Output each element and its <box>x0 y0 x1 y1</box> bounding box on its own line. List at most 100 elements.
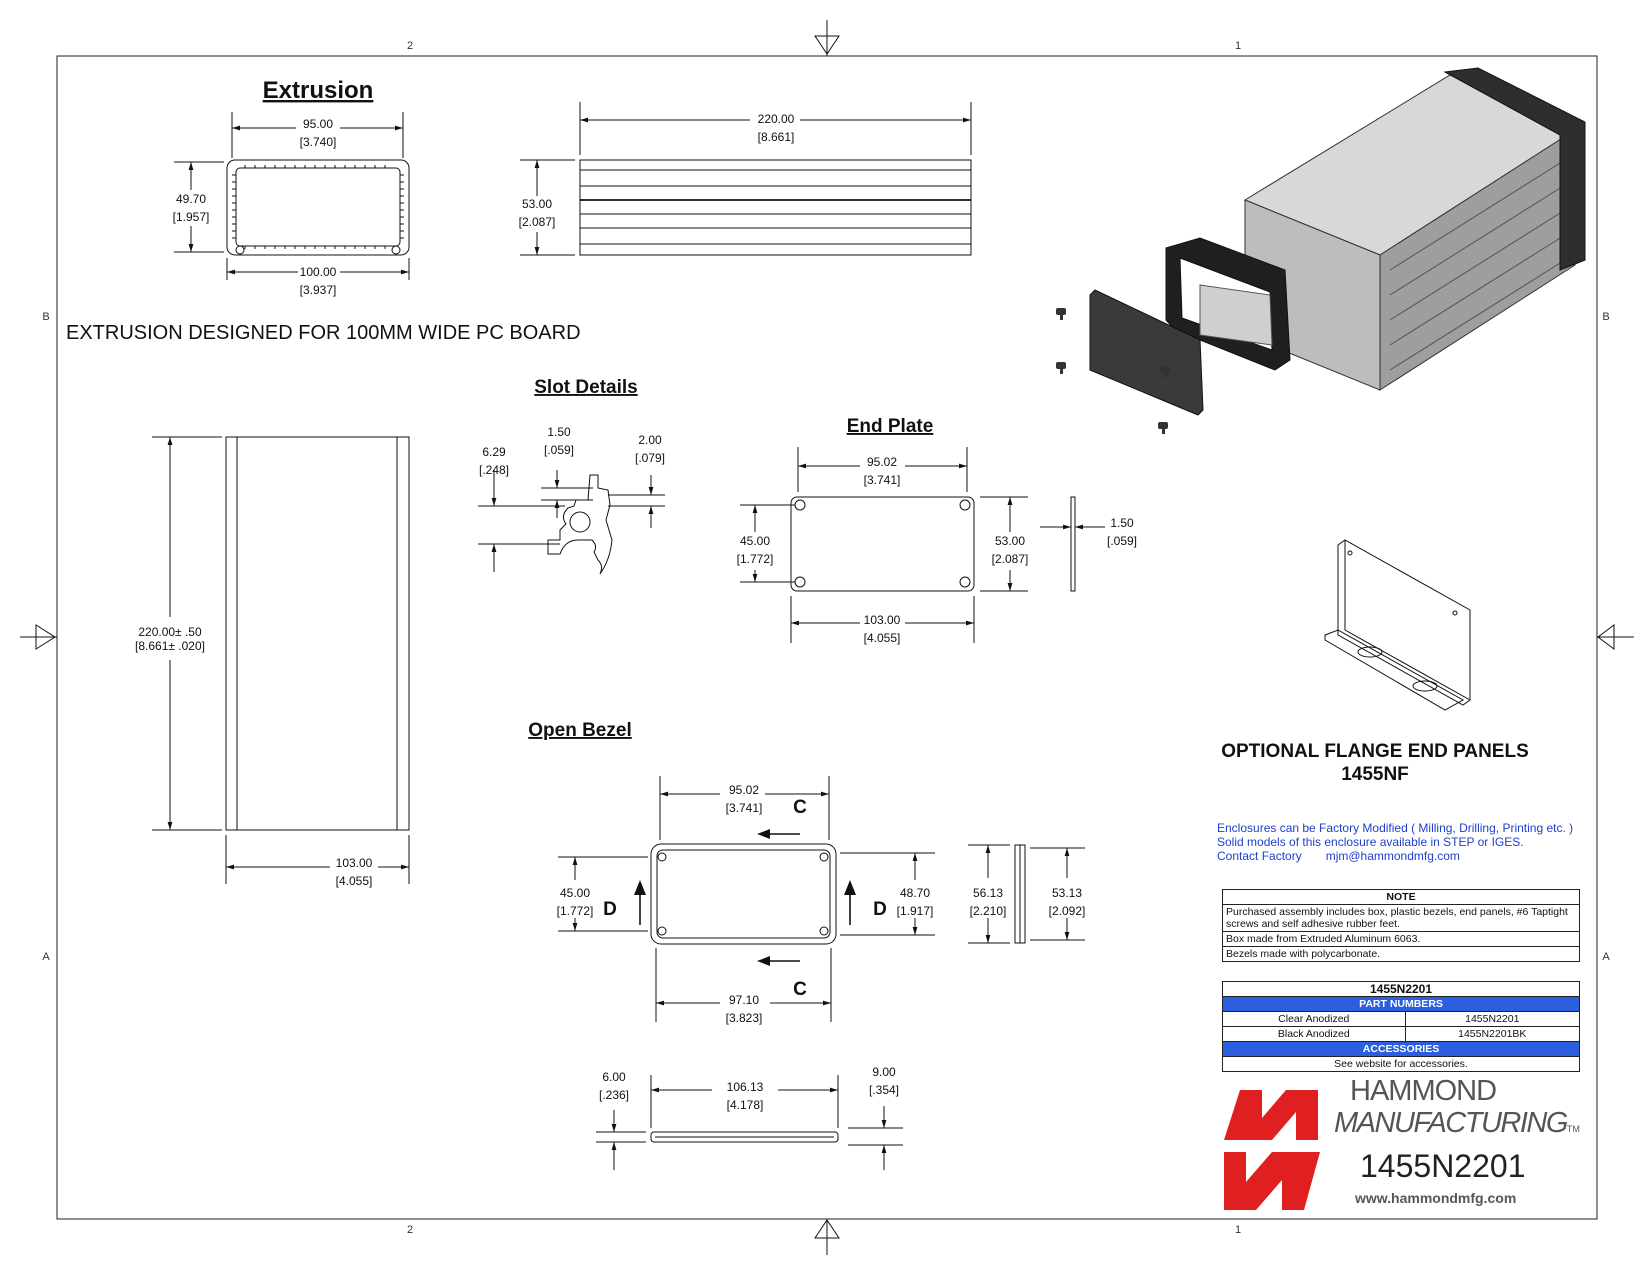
dim-bz-side-h2-in: [2.092] <box>1049 904 1086 918</box>
finish-cell: Black Anodized <box>1222 1026 1406 1042</box>
contact-email-link[interactable]: mjm@hammondmfg.com <box>1325 849 1460 863</box>
dim-ext-w-top: 95.00 <box>303 117 333 131</box>
dim-bz-w-top: 95.02 <box>729 783 759 797</box>
screw-icon <box>1056 308 1066 320</box>
dim-bz-h-r: 48.70 <box>900 886 930 900</box>
zone-b-left: B <box>42 311 49 323</box>
dim-bz-h-l-in: [1.772] <box>557 904 594 918</box>
dim-ep-w-bot: 103.00 <box>864 613 901 627</box>
note-row: Box made from Extruded Aluminum 6063. <box>1222 931 1580 947</box>
dim-ep-t: 1.50 <box>1110 516 1134 530</box>
website-link[interactable]: www.hammondmfg.com <box>1355 1190 1517 1206</box>
dim-bz-d2: 9.00 <box>872 1065 896 1079</box>
end-plate-dim-lines <box>740 447 1105 643</box>
note-row: Purchased assembly includes box, plastic… <box>1222 904 1580 932</box>
end-plate-heading: End Plate <box>847 416 934 437</box>
dim-ep-h-r: 53.00 <box>995 534 1025 548</box>
isometric-enclosure-illustration <box>1056 67 1586 434</box>
dim-ext-w-top-in: [3.740] <box>300 135 337 149</box>
extrusion-profile <box>226 159 410 256</box>
section-c-bottom: C <box>793 979 807 1000</box>
dim-ext-w-bot: 100.00 <box>300 265 337 279</box>
part-numbers-header: PART NUMBERS <box>1222 996 1580 1012</box>
end-plate-view <box>790 496 1076 592</box>
flange-title-block: OPTIONAL FLANGE END PANELS 1455NF <box>1205 740 1545 786</box>
dim-ep-w-top: 95.02 <box>867 455 897 469</box>
table-row: Black Anodized 1455N2201BK <box>1222 1026 1581 1042</box>
dim-bz-d1: 6.00 <box>602 1070 626 1084</box>
dim-front-w-in: [4.055] <box>336 874 373 888</box>
factory-note-2: Solid models of this enclosure available… <box>1217 835 1524 849</box>
extrusion-top-view <box>225 436 410 831</box>
contact-label: Contact Factory <box>1217 849 1302 863</box>
parts-table: 1455N2201 PART NUMBERS Clear Anodized 14… <box>1222 981 1581 1072</box>
accessories-text: See website for accessories. <box>1222 1056 1580 1072</box>
dim-slot-c-in: [.079] <box>635 451 665 465</box>
dim-bz-len-in: [4.178] <box>727 1098 764 1112</box>
extrusion-heading: Extrusion <box>263 77 374 104</box>
centering-mark-left <box>20 624 57 650</box>
slot-detail-profile <box>547 474 613 575</box>
dim-ep-h-r-in: [2.087] <box>992 552 1029 566</box>
model-number: 1455N2201 <box>1360 1148 1526 1184</box>
brand-manufacturing: MANUFACTURING <box>1334 1107 1568 1139</box>
flange-title: OPTIONAL FLANGE END PANELS <box>1221 741 1529 762</box>
section-c-top: C <box>793 797 807 818</box>
note-header: NOTE <box>1222 889 1580 905</box>
part-cell: 1455N2201 <box>1404 1011 1581 1027</box>
dim-slot-a: 6.29 <box>482 445 506 459</box>
dim-front-len-in: [8.661± .020] <box>135 639 205 653</box>
note-row: Bezels made with polycarbonate. <box>1222 946 1580 962</box>
dim-front-len: 220.00± .50 <box>138 625 202 639</box>
dim-ep-h-l-in: [1.772] <box>737 552 774 566</box>
screw-icon <box>1056 362 1066 374</box>
dim-slot-b-in: [.059] <box>544 443 574 457</box>
dim-ext-h: 49.70 <box>176 192 206 206</box>
dim-ep-t-in: [.059] <box>1107 534 1137 548</box>
extrusion-side-view <box>579 159 972 256</box>
dim-front-w: 103.00 <box>336 856 373 870</box>
dim-bz-d1-in: [.236] <box>599 1088 629 1102</box>
centering-mark-bottom <box>814 1219 840 1255</box>
finish-cell: Clear Anodized <box>1222 1011 1406 1027</box>
dim-slot-c: 2.00 <box>638 433 662 447</box>
table-row: Clear Anodized 1455N2201 <box>1222 1011 1581 1027</box>
design-note: EXTRUSION DESIGNED FOR 100MM WIDE PC BOA… <box>66 322 581 344</box>
dim-bz-d2-in: [.354] <box>869 1083 899 1097</box>
centering-mark-top <box>814 20 840 56</box>
factory-contact: Contact Factory mjm@hammondmfg.com <box>1217 849 1573 863</box>
flange-part: 1455NF <box>1341 764 1409 785</box>
zone-1-top: 1 <box>1235 40 1241 52</box>
section-d-left: D <box>603 899 617 920</box>
bezel-dim-lines <box>558 776 1085 1170</box>
side-dim-lines <box>520 102 972 256</box>
part-cell: 1455N2201BK <box>1404 1026 1581 1042</box>
screw-icon <box>1160 366 1170 378</box>
dim-ep-w-bot-in: [4.055] <box>864 631 901 645</box>
parts-title: 1455N2201 <box>1222 981 1580 997</box>
slot-details-heading: Slot Details <box>534 377 637 398</box>
factory-note-1: Enclosures can be Factory Modified ( Mil… <box>1217 821 1574 835</box>
dim-bz-len: 106.13 <box>727 1080 764 1094</box>
zone-b-right: B <box>1602 311 1609 323</box>
dim-side-len: 220.00 <box>758 112 795 126</box>
dim-bz-side-h2: 53.13 <box>1052 886 1082 900</box>
factory-notes: Enclosures can be Factory Modified ( Mil… <box>1217 821 1573 863</box>
brand-name-line2: MANUFACTURINGTM <box>1334 1108 1580 1144</box>
centering-mark-right <box>1597 624 1634 650</box>
flange-end-panel-illustration <box>1324 539 1471 711</box>
dim-bz-w-bot-in: [3.823] <box>726 1011 763 1025</box>
dim-bz-h-r-in: [1.917] <box>897 904 934 918</box>
note-table: NOTE Purchased assembly includes box, pl… <box>1222 889 1580 962</box>
dim-side-len-in: [8.661] <box>758 130 795 144</box>
open-bezel-heading: Open Bezel <box>528 720 631 741</box>
screw-icon <box>1158 422 1168 434</box>
dim-ext-w-bot-in: [3.937] <box>300 283 337 297</box>
dim-bz-side-h1: 56.13 <box>973 886 1003 900</box>
zone-1-bottom: 1 <box>1235 1224 1241 1236</box>
hammond-logo-icon <box>1224 1090 1320 1210</box>
dim-slot-a-in: [.248] <box>479 463 509 477</box>
bezel-section-arrows <box>634 829 856 966</box>
zone-2-bottom: 2 <box>407 1224 413 1236</box>
